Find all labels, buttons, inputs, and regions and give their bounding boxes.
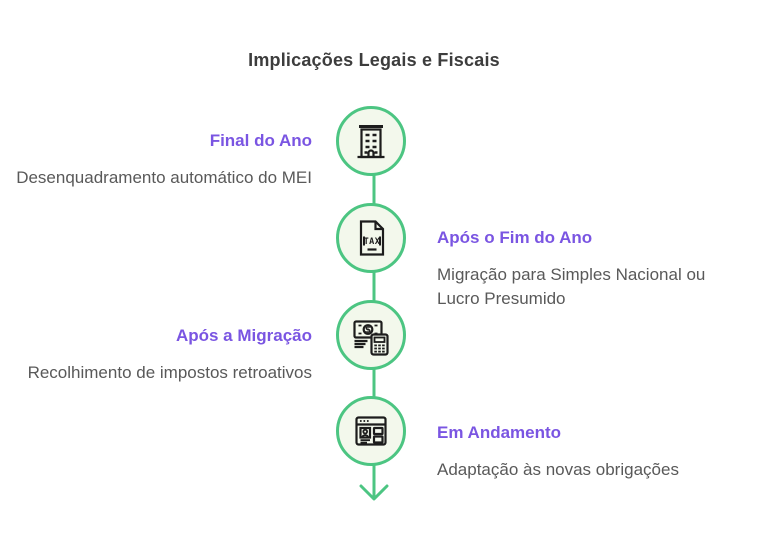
item-heading: Em Andamento	[437, 423, 562, 442]
building-icon	[357, 125, 385, 159]
timeline-item-final-do-ano: Final do Ano Desenquadramento automático…	[16, 130, 312, 190]
item-description: Adaptação às novas obrigações	[437, 460, 679, 479]
item-description: Recolhimento de impostos retroativos	[27, 363, 312, 382]
timeline-node-1	[336, 106, 406, 176]
browser-profile-icon	[355, 416, 387, 446]
money-calculator-icon: $	[353, 320, 389, 356]
timeline-item-apos-o-fim-do-ano: Após o Fim do Ano Migração para Simples …	[437, 227, 739, 311]
tax-document-icon: TAX	[359, 220, 385, 256]
timeline-node-2: TAX	[336, 203, 406, 273]
timeline-node-3: $	[336, 300, 406, 370]
item-heading: Após o Fim do Ano	[437, 228, 593, 247]
timeline-item-apos-a-migracao: Após a Migração Recolhimento de impostos…	[16, 325, 312, 385]
timeline-item-em-andamento: Em Andamento Adaptação às novas obrigaçõ…	[437, 422, 749, 482]
item-description: Desenquadramento automático do MEI	[16, 168, 312, 187]
item-description: Migração para Simples Nacional ou Lucro …	[437, 265, 706, 308]
page-title: Implicações Legais e Fiscais	[248, 50, 500, 70]
tax-label: TAX	[364, 237, 381, 247]
item-heading: Após a Migração	[175, 326, 312, 345]
timeline-node-4	[336, 396, 406, 466]
item-heading: Final do Ano	[209, 131, 312, 150]
money-symbol: $	[365, 326, 371, 336]
